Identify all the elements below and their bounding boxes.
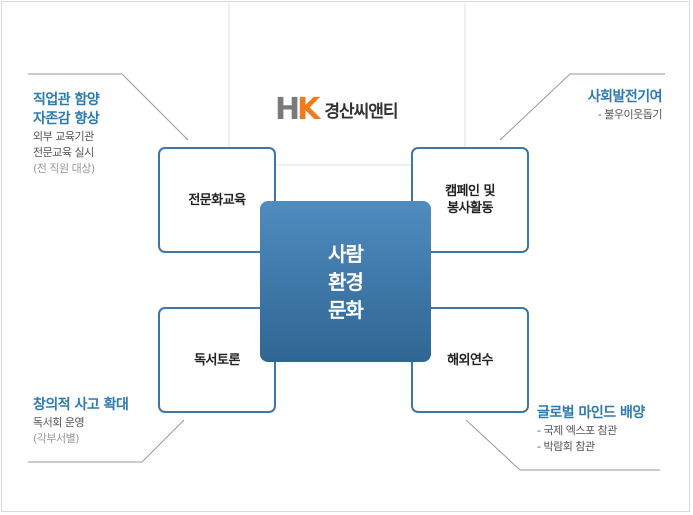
note-title: 글로벌 마인드 배양 <box>537 405 645 421</box>
box-reading-discussion: 독서토론 <box>158 307 276 413</box>
note-body-line-1: - 불우이웃돕기 <box>597 108 663 121</box>
box-label-line-2: 봉사활동 <box>447 201 493 216</box>
leader-line-bottom-right <box>465 419 660 471</box>
leader-line-top-right <box>499 73 665 141</box>
logo-text: 경산씨앤티 <box>324 101 398 122</box>
note-body-line-2: 전문교육 실시 <box>33 146 94 159</box>
leader-line-bottom-left <box>28 419 185 463</box>
note-title: 사회발전기여 <box>587 89 663 105</box>
note-bottom-left: 창의적 사고 확대 독서회 운영 (각부서별) <box>33 396 129 447</box>
note-body-line-2: - 박람회 참관 <box>537 440 595 453</box>
note-body-line-1: 외부 교육기관 <box>33 130 94 143</box>
note-body-line-1: 독서회 운영 <box>33 416 85 429</box>
logo-mark-h: H <box>275 91 300 127</box>
leader-line-top-left <box>28 73 189 141</box>
note-title-line-1: 직업관 함양 <box>33 92 100 108</box>
box-label: 해외연수 <box>447 352 493 368</box>
note-title: 창의적 사고 확대 <box>33 397 129 413</box>
note-top-left: 직업관 함양 자존감 향상 외부 교육기관 전문교육 실시 (전 직원 대상) <box>33 91 100 177</box>
logo-mark-k: K <box>297 91 321 127</box>
note-sub: (각부서별) <box>33 432 80 445</box>
center-line-3: 문화 <box>328 297 364 322</box>
center-line-1: 사람 <box>328 241 364 266</box>
center-box: 사람 환경 문화 <box>260 201 431 362</box>
center-line-2: 환경 <box>328 269 364 294</box>
note-bottom-right: 글로벌 마인드 배양 - 국제 엑스포 참관 - 박람회 참관 <box>537 404 645 455</box>
box-specialized-education: 전문화교육 <box>158 147 276 253</box>
note-sub: (전 직원 대상) <box>33 162 95 175</box>
box-label: 전문화교육 <box>188 192 246 208</box>
note-top-right: 사회발전기여 - 불우이웃돕기 <box>587 88 663 123</box>
company-logo: H K 경산씨앤티 <box>275 91 399 127</box>
box-label: 독서토론 <box>194 352 240 368</box>
note-body-line-1: - 국제 엑스포 참관 <box>537 424 617 437</box>
box-label-line-1: 캠페인 및 <box>445 184 495 199</box>
note-title-line-2: 자존감 향상 <box>33 111 100 127</box>
